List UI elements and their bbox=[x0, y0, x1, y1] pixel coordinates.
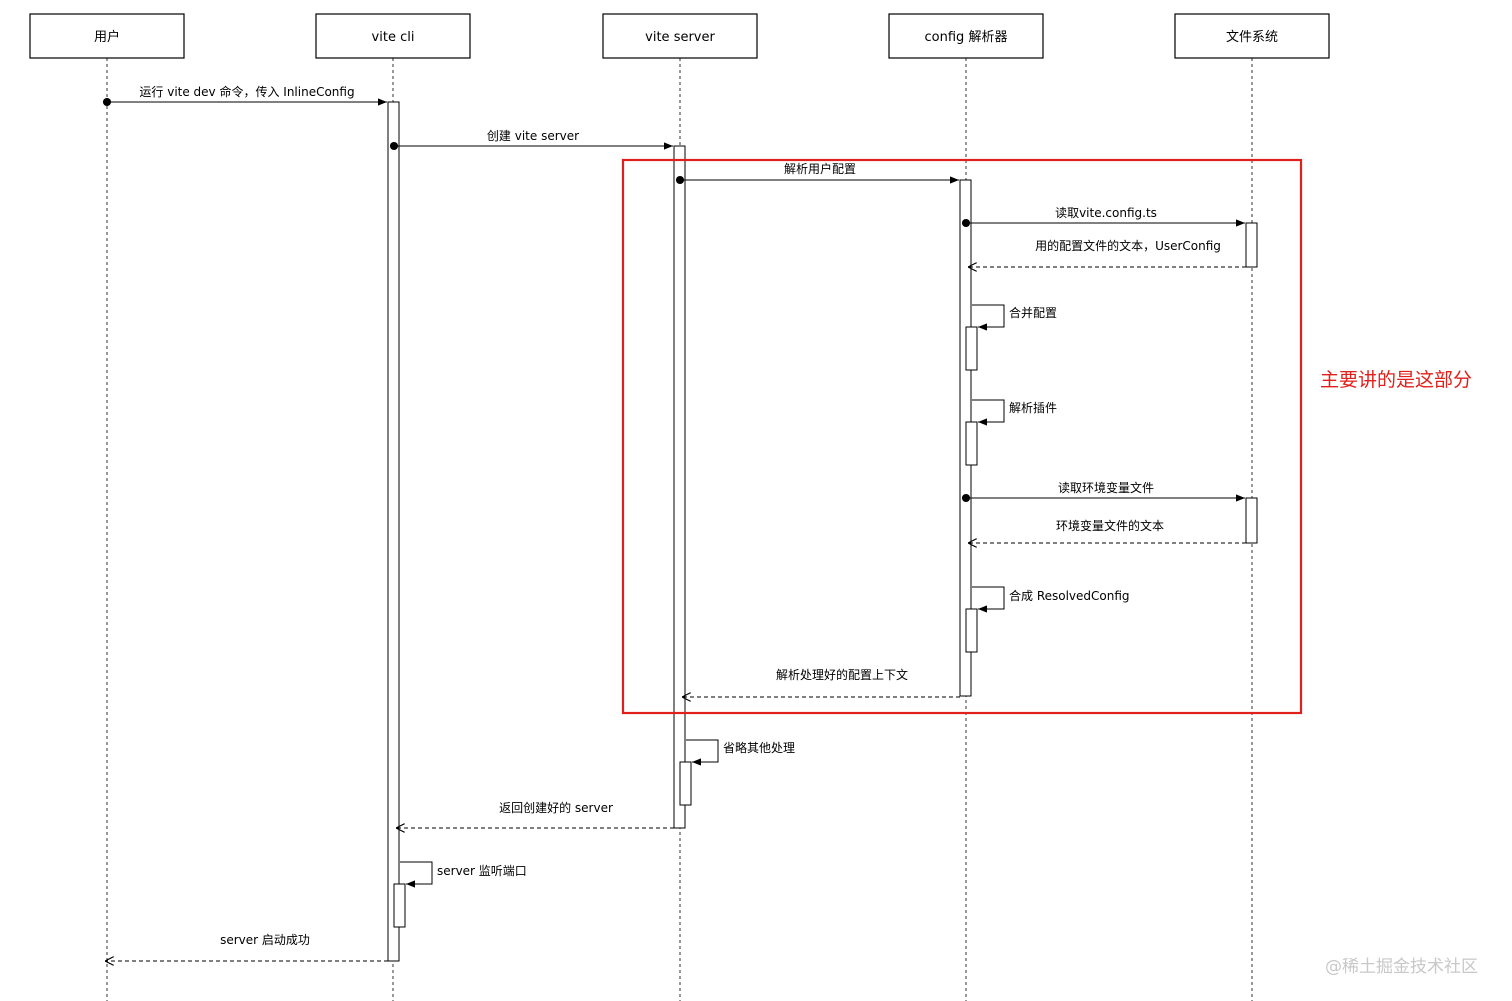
msg-return-config-context: 解析处理好的配置上下文 bbox=[682, 667, 960, 697]
participant-label-user: 用户 bbox=[94, 29, 120, 45]
msg-return-env-text-label: 环境变量文件的文本 bbox=[1056, 518, 1164, 533]
activation-server-main bbox=[673, 145, 686, 829]
msg-server-listen: server 监听端口 bbox=[400, 861, 527, 888]
msg-merge-config-arrow bbox=[972, 304, 1005, 331]
msg-read-config-file: 读取vite.config.ts bbox=[961, 206, 1245, 228]
msg-server-listen-arrow bbox=[400, 861, 433, 888]
msg-return-config-context-label: 解析处理好的配置上下文 bbox=[776, 667, 908, 682]
msg-run-vite-dev-label: 运行 vite dev 命令，传入 InlineConfig bbox=[139, 84, 354, 99]
msg-create-server-label: 创建 vite server bbox=[487, 129, 579, 143]
msg-other-processing: 省略其他处理 bbox=[686, 739, 795, 766]
msg-read-env-file-label: 读取环境变量文件 bbox=[1058, 480, 1154, 495]
activation-server-other bbox=[679, 761, 692, 806]
msg-merge-config: 合并配置 bbox=[972, 304, 1057, 331]
participant-box-cli bbox=[315, 13, 471, 59]
msg-return-user-config-label: 用的配置文件的文本，UserConfig bbox=[1035, 238, 1221, 253]
msg-run-vite-dev: 运行 vite dev 命令，传入 InlineConfig bbox=[102, 84, 387, 107]
msg-server-started-label: server 启动成功 bbox=[220, 933, 310, 947]
msg-return-user-config: 用的配置文件的文本，UserConfig bbox=[968, 238, 1246, 267]
msg-merge-config-label: 合并配置 bbox=[1009, 305, 1057, 320]
msg-read-env-file: 读取环境变量文件 bbox=[961, 480, 1245, 503]
activation-cli-listen bbox=[393, 883, 406, 928]
participant-box-fs bbox=[1174, 13, 1330, 59]
participant-box-config bbox=[888, 13, 1044, 59]
msg-resolved-config-label: 合成 ResolvedConfig bbox=[1009, 588, 1130, 603]
msg-resolve-plugins-label: 解析插件 bbox=[1009, 401, 1057, 415]
participant-box-user bbox=[29, 13, 185, 59]
msg-resolved-config-arrow bbox=[972, 586, 1005, 613]
participant-label-server: vite server bbox=[645, 30, 715, 45]
activation-fs-read-config bbox=[1245, 222, 1258, 268]
participant-config: config 解析器 bbox=[888, 13, 1044, 59]
activation-fs-read-env bbox=[1245, 497, 1258, 544]
msg-resolve-plugins: 解析插件 bbox=[972, 399, 1057, 426]
msg-return-env-text: 环境变量文件的文本 bbox=[968, 518, 1246, 543]
msg-other-processing-arrow bbox=[686, 739, 719, 766]
activation-config-plugins bbox=[965, 421, 978, 466]
focus-annotation: 主要讲的是这部分 bbox=[1320, 369, 1472, 391]
participant-box-server bbox=[602, 13, 758, 59]
msg-read-config-file-label: 读取vite.config.ts bbox=[1055, 206, 1157, 220]
activation-config-resolved bbox=[965, 608, 978, 653]
msg-return-server: 返回创建好的 server bbox=[396, 800, 674, 828]
msg-return-server-label: 返回创建好的 server bbox=[499, 800, 613, 815]
msg-parse-user-config-label: 解析用户配置 bbox=[784, 161, 856, 176]
msg-resolve-plugins-arrow bbox=[972, 399, 1005, 426]
msg-parse-user-config: 解析用户配置 bbox=[675, 161, 959, 185]
msg-server-started: server 启动成功 bbox=[105, 933, 388, 961]
msg-create-server: 创建 vite server bbox=[389, 129, 673, 151]
watermark: @稀土掘金技术社区 bbox=[1325, 957, 1478, 977]
participant-label-fs: 文件系统 bbox=[1226, 30, 1278, 45]
participant-fs: 文件系统 bbox=[1174, 13, 1330, 59]
msg-other-processing-label: 省略其他处理 bbox=[723, 740, 795, 755]
activation-config-merge bbox=[965, 326, 978, 371]
participant-cli: vite cli bbox=[315, 13, 471, 59]
participant-label-cli: vite cli bbox=[372, 30, 415, 45]
msg-resolved-config: 合成 ResolvedConfig bbox=[972, 586, 1130, 613]
activation-cli-main bbox=[387, 101, 400, 962]
focus-highlight-box bbox=[621, 158, 1303, 715]
participant-label-config: config 解析器 bbox=[925, 30, 1008, 45]
msg-server-listen-label: server 监听端口 bbox=[437, 864, 527, 878]
participant-user: 用户 bbox=[29, 13, 185, 59]
participant-server: vite server bbox=[602, 13, 758, 59]
